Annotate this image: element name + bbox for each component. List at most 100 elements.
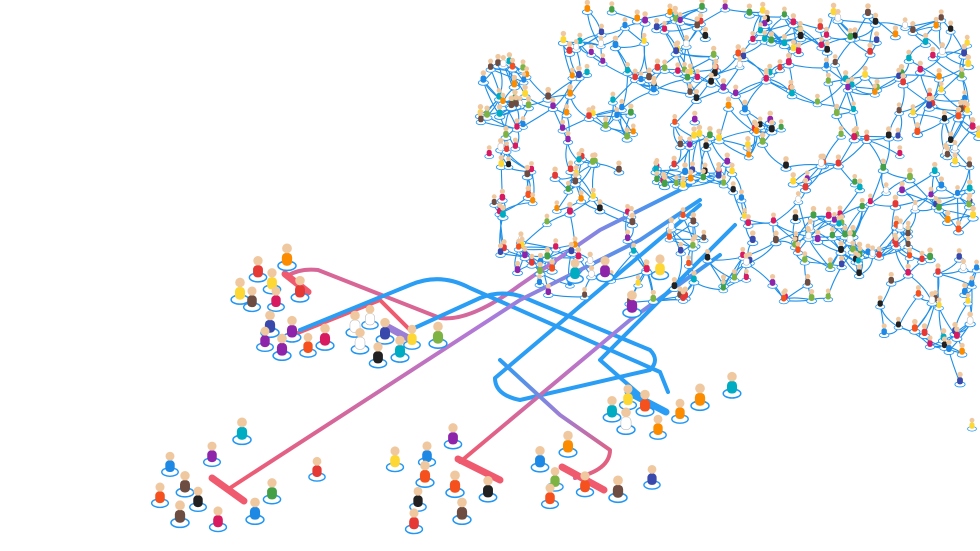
cartoon-person [795,26,807,43]
cartoon-person [507,57,518,73]
cartoon-person [564,84,576,100]
cartoon-person [945,20,956,35]
cartoon-person [567,67,578,82]
cartoon-person [626,212,638,229]
cartoon-person [834,215,844,230]
cartoon-person [526,253,538,269]
cartoon-person [967,417,977,432]
cartoon-person [189,486,207,513]
cartoon-person [708,45,719,61]
cartoon-person [557,119,568,134]
cartoon-person [475,110,486,126]
cartoon-person [924,247,936,264]
cartoon-person [971,259,980,274]
cartoon-person [256,326,274,353]
cartoon-person [582,63,592,78]
cartoon-person [775,59,785,74]
cartoon-person [877,158,889,174]
cartoon-person [558,430,578,458]
cartoon-person [836,125,846,140]
cartoon-person [908,104,918,119]
cartoon-person [729,269,740,284]
cartoon-person [702,248,713,264]
cartoon-person [622,229,633,244]
network-link [669,238,704,241]
cartoon-person [799,251,810,266]
cartoon-person [521,164,533,181]
cartoon-person [821,57,832,72]
cartoon-person [875,295,886,310]
cartoon-person [927,46,938,62]
cartoon-person [587,152,599,168]
cartoon-person [751,122,762,137]
cartoon-person [608,91,618,106]
cartoon-person [896,181,908,197]
cartoon-person [821,40,833,56]
cartoon-person [375,317,395,345]
cartoon-person [290,275,310,303]
cartoon-person [939,110,950,125]
network-link [612,78,636,103]
cartoon-person [672,62,683,77]
cartoon-person [170,500,190,529]
cartoon-person [870,12,881,28]
cartoon-person [477,70,489,86]
cartoon-person [523,96,534,112]
network-link [804,261,842,267]
cartoon-person [909,318,921,335]
cartoon-person [778,290,789,305]
cartoon-person [728,181,739,196]
cartoon-person [282,315,302,343]
cartoon-person [698,168,709,184]
cartoon-person [669,277,680,293]
cartoon-person [546,258,558,275]
cartoon-person [550,238,561,253]
cartoon-person [893,127,903,142]
cartoon-person [659,174,671,191]
cartoon-person [581,0,593,15]
cartoon-person [923,95,935,112]
cartoon-person [625,103,637,119]
cartoon-person [574,151,584,166]
cartoon-person [717,78,729,94]
route-blue-upper [298,277,670,394]
cartoon-person [564,41,576,57]
cartoon-person [669,114,680,128]
cartoon-person [277,243,297,272]
cartoon-person [549,166,561,182]
cartoon-person [683,255,694,269]
cartoon-person [964,311,976,328]
cartoon-person [793,191,804,206]
cartoon-person [730,84,741,100]
cartoon-person [561,104,572,119]
cartoon-person [747,30,758,45]
cartoon-person [718,174,729,189]
cartoon-person [650,254,670,281]
cartoon-person [497,205,509,221]
cartoon-person [616,99,627,114]
cartoon-person [910,199,920,214]
cartoon-person [688,270,700,286]
cartoon-person [913,285,924,300]
cartoon-person [883,126,895,142]
cartoon-person [743,146,754,161]
cartoon-person [895,218,906,233]
cartoon-person [481,105,493,121]
cartoon-person [390,335,410,363]
cartoon-person [564,201,576,218]
cartoon-person [951,326,963,342]
cartoon-person [891,235,902,251]
cartoon-person [963,292,973,307]
cartoon-person [722,371,742,399]
cartoon-person [675,241,686,257]
cartoon-person [687,237,698,252]
cartoon-person [842,78,853,94]
cartoon-person [512,260,523,277]
cartoon-person [952,106,965,123]
cartoon-person [643,464,661,490]
cartoon-person [616,407,636,436]
cartoon-person [510,137,521,152]
cartoon-person [815,18,826,33]
cartoon-person [494,104,506,120]
